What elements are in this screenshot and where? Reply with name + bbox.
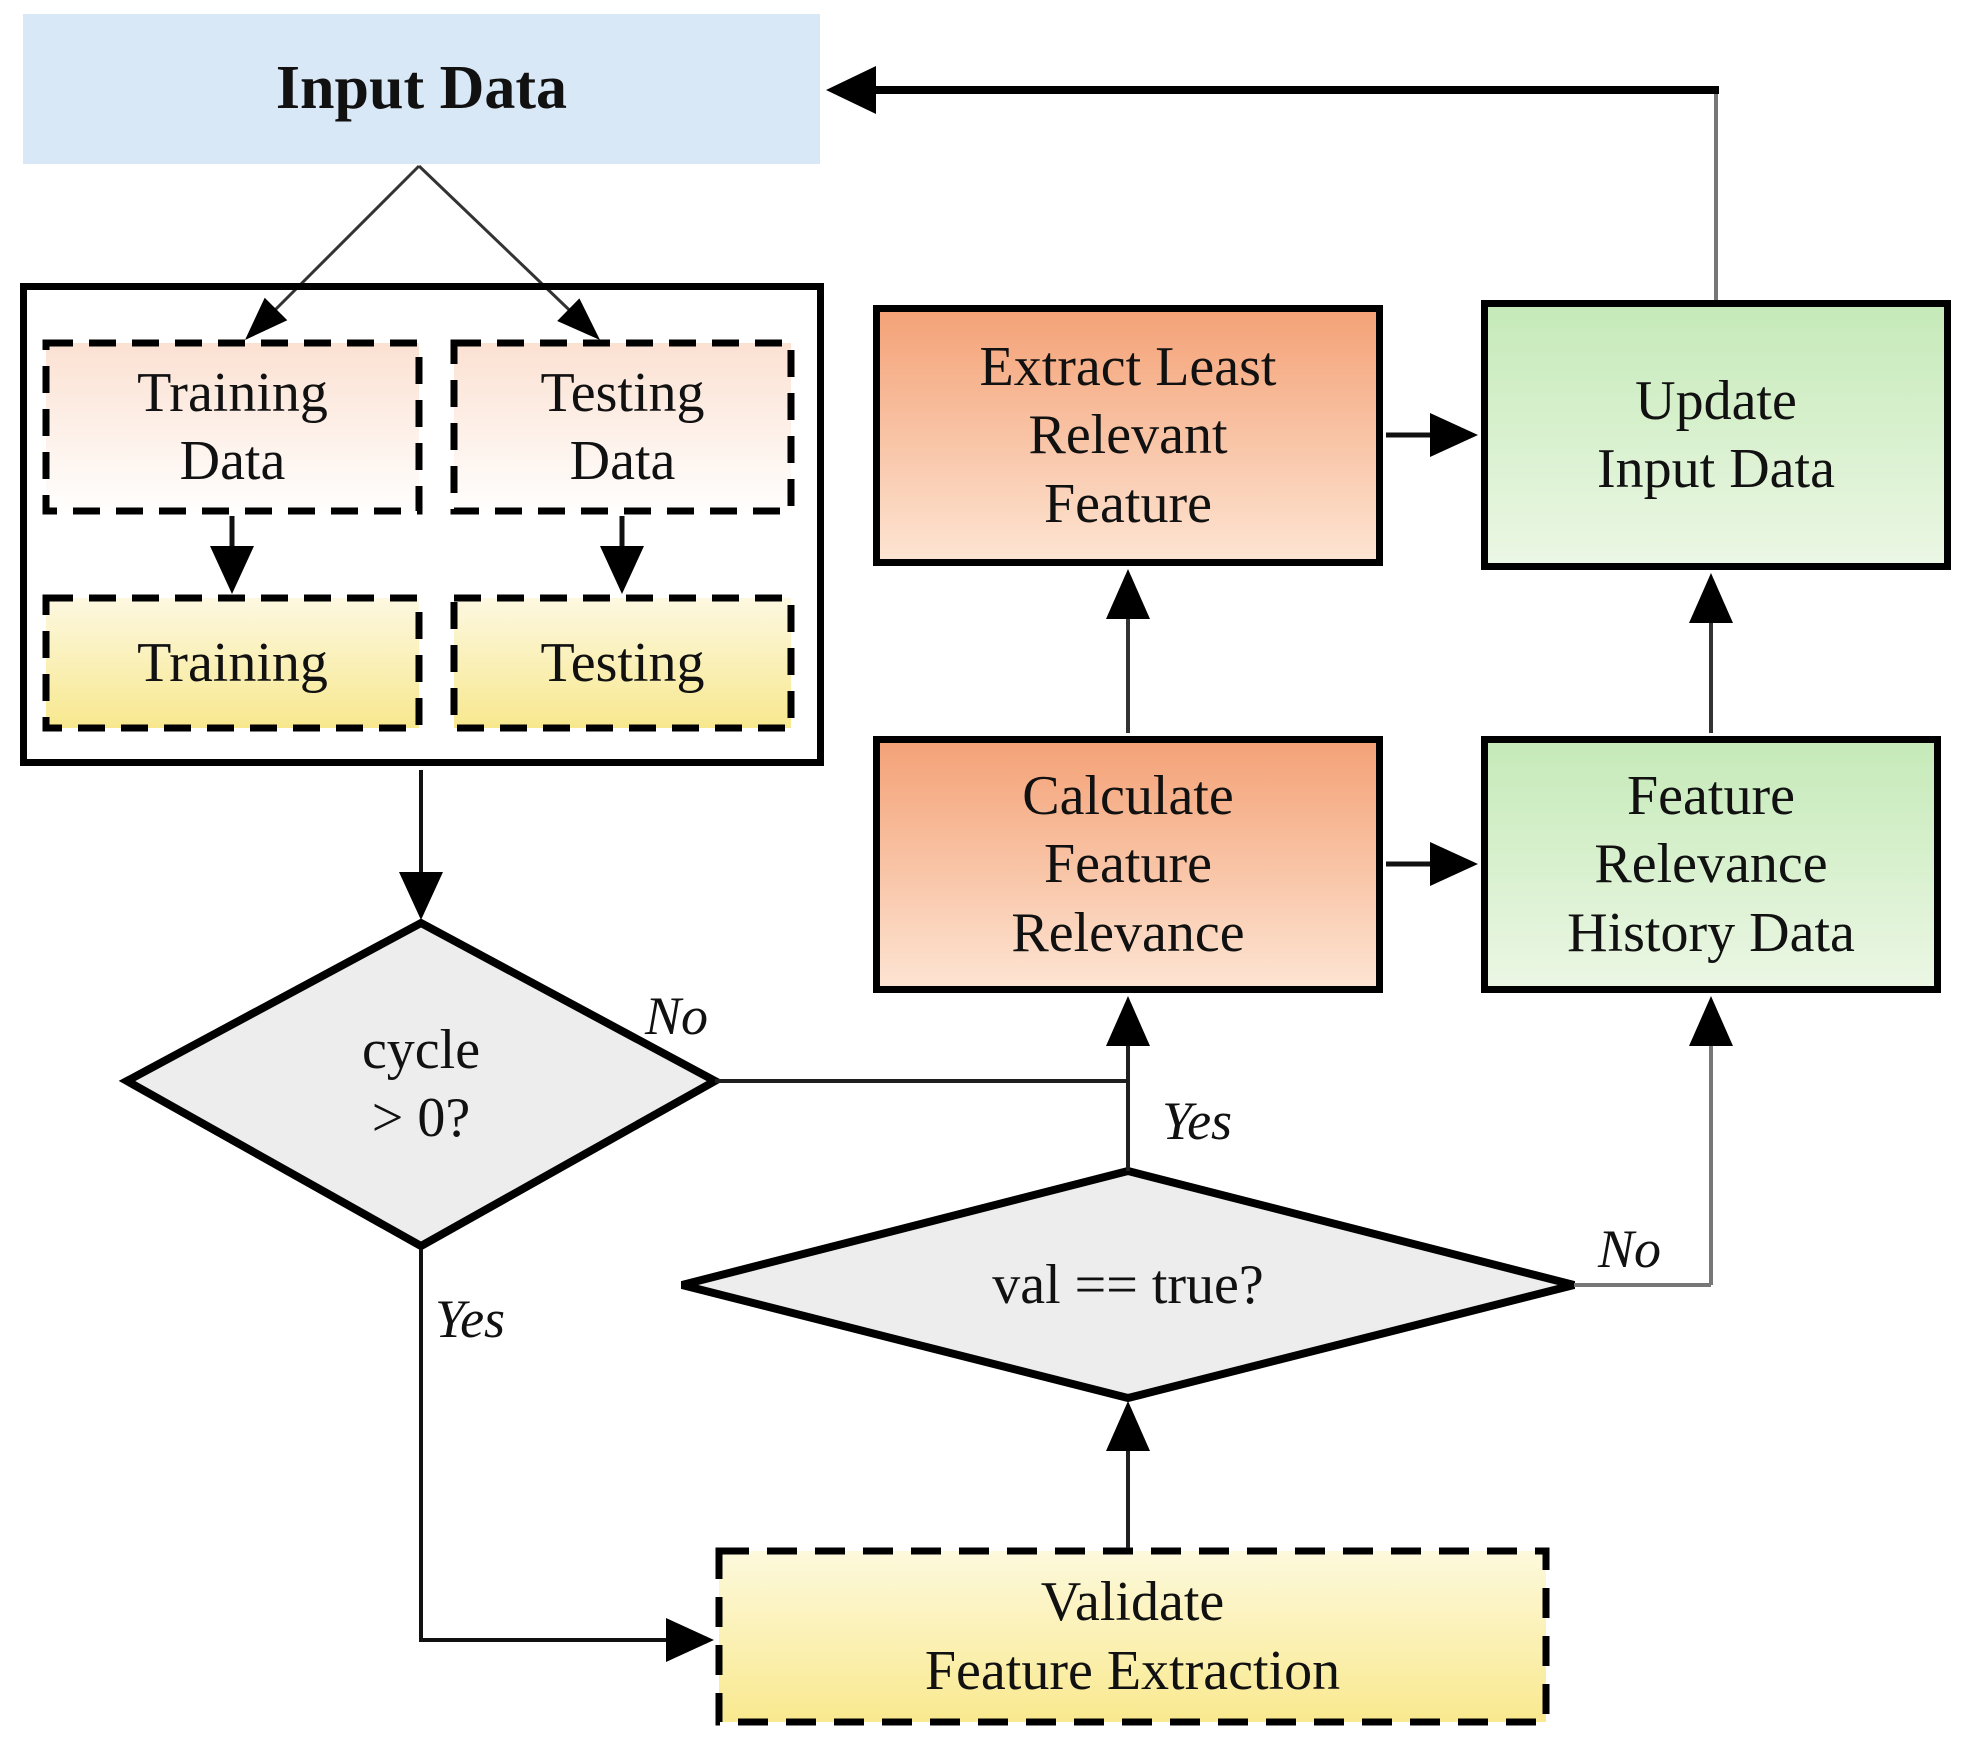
node-training: Training <box>137 631 328 694</box>
training-box-border <box>42 594 423 732</box>
cycle-decision-diamond <box>118 918 724 1251</box>
testing-data-box-border <box>450 339 795 515</box>
node-cycle-decision-label: cycle > 0? <box>361 1018 481 1149</box>
node-val-decision-label: val == true? <box>992 1253 1264 1316</box>
node-testing: Testing <box>540 631 705 694</box>
node-feature-relevance-history-data: Feature Relevance History Data <box>1481 736 1941 993</box>
edge-label-val-no: No <box>1598 1219 1662 1279</box>
node-training-data: Training Data <box>137 361 328 492</box>
testing-box-border <box>450 594 795 732</box>
edge-label-val-yes: Yes <box>1162 1091 1233 1151</box>
node-input-data: Input Data <box>23 14 820 164</box>
node-testing-data: Testing Data <box>540 361 705 492</box>
val-decision-diamond <box>681 1166 1575 1403</box>
node-extract-least-relevant-feature: Extract Least Relevant Feature <box>873 305 1383 566</box>
edge-label-cycle-no: No <box>645 986 709 1046</box>
node-update-input-data: Update Input Data <box>1481 300 1951 570</box>
validate-box-border <box>715 1547 1550 1726</box>
node-validate-feature-extraction: Validate Feature Extraction <box>924 1571 1341 1702</box>
node-calculate-feature-relevance: Calculate Feature Relevance <box>873 736 1383 993</box>
training-data-box-border <box>42 339 423 515</box>
edge-label-cycle-yes: Yes <box>435 1289 506 1349</box>
data-split-container <box>20 283 824 766</box>
